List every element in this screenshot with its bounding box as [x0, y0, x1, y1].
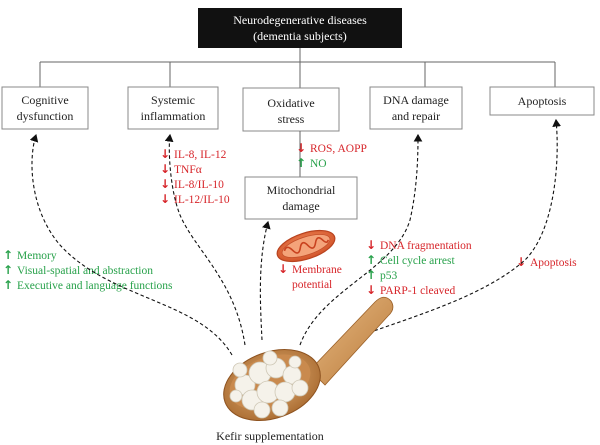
arrow-down-icon: ↓ — [366, 283, 376, 297]
systemic-line2: inflammation — [141, 109, 206, 123]
mito-effects: ↓ Membrane potential — [278, 262, 342, 291]
oxidative-line1: Oxidative — [267, 96, 314, 110]
arrow-down-icon: ↓ — [296, 141, 306, 155]
arrow-up-icon: ↑ — [3, 278, 13, 292]
top-box-line2: (dementia subjects) — [253, 29, 347, 43]
cognitive-line1: Cognitive — [21, 93, 68, 107]
oxidative-effect-1: ROS, AOPP — [310, 143, 367, 155]
caption: Kefir supplementation — [216, 429, 324, 443]
top-box: Neurodegenerative diseases (dementia sub… — [198, 8, 402, 48]
cognitive-effects: ↑ Memory ↑ Visual-spatial and abstractio… — [3, 248, 173, 292]
arrow-to-systemic — [164, 133, 246, 346]
cognitive-line2: dysfunction — [17, 109, 74, 123]
dna-effect-2: Cell cycle arrest — [380, 255, 456, 267]
inflammation-effects: ↓ IL-8, IL-12 ↓ TNFα ↓ IL-8/IL-10 ↓ IL-1… — [160, 147, 230, 206]
arrow-down-icon: ↓ — [160, 192, 170, 206]
dashed-arrows — [29, 118, 562, 356]
connector-tree — [39, 48, 556, 88]
apoptosis-line1: Apoptosis — [518, 94, 567, 108]
dna-line1: DNA damage — [383, 93, 449, 107]
mito-effect-line2: potential — [292, 279, 332, 291]
arrow-up-icon: ↑ — [296, 156, 306, 170]
category-cognitive: Cognitive dysfunction — [1, 86, 89, 130]
inflammation-effect-2: TNFα — [174, 164, 202, 176]
arrow-to-apoptosis — [334, 118, 562, 346]
dna-effects: ↓ DNA fragmentation ↑ Cell cycle arrest … — [366, 238, 472, 297]
dna-effect-3: p53 — [380, 270, 398, 282]
apoptosis-effect-1: Apoptosis — [530, 257, 577, 269]
apoptosis-effects: ↓ Apoptosis — [516, 255, 577, 269]
inflammation-effect-4: IL-12/IL-10 — [174, 194, 230, 206]
arrow-up-icon: ↑ — [3, 263, 13, 277]
arrow-to-mito — [259, 220, 271, 341]
arrow-up-icon: ↑ — [3, 248, 13, 262]
arrow-down-icon: ↓ — [366, 238, 376, 252]
top-box-line1: Neurodegenerative diseases — [233, 13, 367, 27]
systemic-line1: Systemic — [151, 93, 195, 107]
arrow-to-cognitive — [29, 133, 233, 356]
arrow-down-icon: ↓ — [160, 147, 170, 161]
arrow-to-dna — [299, 133, 423, 346]
category-apoptosis: Apoptosis — [489, 86, 595, 116]
cognitive-effect-1: Memory — [17, 250, 57, 262]
kefir-spoon-image — [223, 296, 394, 421]
category-dna: DNA damage and repair — [369, 86, 463, 130]
mito-effect-line1: Membrane — [292, 264, 342, 276]
dna-effect-4: PARP-1 cleaved — [380, 285, 456, 297]
inflammation-effect-1: IL-8, IL-12 — [174, 149, 227, 161]
arrow-up-icon: ↑ — [366, 253, 376, 267]
mito-box: Mitochondrial damage — [244, 176, 358, 220]
kefir-grains — [229, 350, 309, 419]
arrow-down-icon: ↓ — [278, 262, 288, 276]
mito-line2: damage — [282, 199, 319, 213]
dna-effect-1: DNA fragmentation — [380, 240, 472, 252]
mito-line1: Mitochondrial — [267, 183, 336, 197]
arrow-down-icon: ↓ — [516, 255, 526, 269]
arrow-down-icon: ↓ — [160, 162, 170, 176]
category-systemic: Systemic inflammation — [127, 86, 219, 130]
arrow-down-icon: ↓ — [160, 177, 170, 191]
category-oxidative: Oxidative stress — [242, 87, 340, 132]
dna-line2: and repair — [392, 109, 440, 123]
mitochondrion-icon — [276, 229, 336, 263]
oxidative-effect-2: NO — [310, 158, 327, 170]
arrow-up-icon: ↑ — [366, 268, 376, 282]
cognitive-effect-2: Visual-spatial and abstraction — [17, 265, 153, 277]
oxidative-line2: stress — [278, 112, 305, 126]
cognitive-effect-3: Executive and language functions — [17, 280, 173, 292]
inflammation-effect-3: IL-8/IL-10 — [174, 179, 224, 191]
oxidative-effects: ↓ ROS, AOPP ↑ NO — [296, 141, 367, 170]
